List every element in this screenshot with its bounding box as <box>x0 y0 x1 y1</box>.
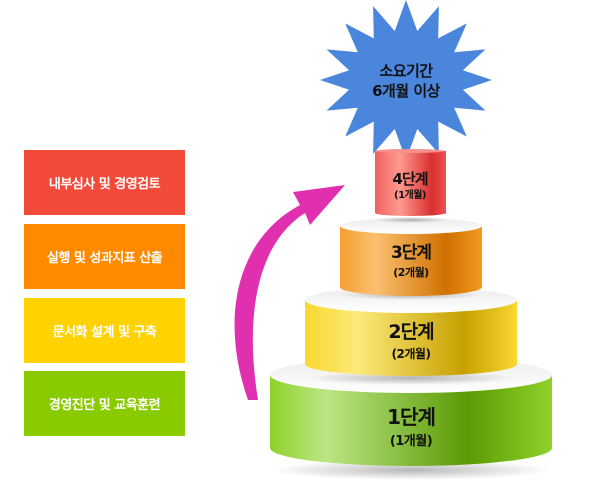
step-label: 실행 및 성과지표 산출 <box>46 251 163 266</box>
tier-2-cylinder: 2단계 (2개월) <box>305 287 517 376</box>
tier-title: 4단계 <box>392 170 427 188</box>
tier-title: 3단계 <box>391 243 431 263</box>
step-box-execution: 실행 및 성과지표 산출 <box>24 224 185 289</box>
tier-duration: (1개월) <box>394 188 426 201</box>
step-label: 경영진단 및 교육훈련 <box>48 398 161 413</box>
step-box-documentation: 문서화 설계 및 구축 <box>24 298 185 363</box>
tier-duration: (2개월) <box>393 265 429 279</box>
badge-line1: 소요기간 <box>379 62 433 80</box>
step-label: 내부심사 및 경영검토 <box>48 177 161 192</box>
duration-starburst <box>320 0 492 160</box>
tier-3-cylinder: 3단계 (2개월) <box>340 218 482 296</box>
step-label: 문서화 설계 및 구축 <box>52 325 157 340</box>
curved-arrow <box>234 185 345 400</box>
tier-4-cylinder: 4단계 (1개월) <box>375 149 446 217</box>
tier-title: 2단계 <box>388 321 433 343</box>
tier-title: 1단계 <box>387 405 435 429</box>
tier-duration: (2개월) <box>392 346 431 361</box>
tier-duration: (1개월) <box>390 433 432 449</box>
step-box-diagnosis: 경영진단 및 교육훈련 <box>24 371 185 436</box>
badge-line2: 6개월 이상 <box>372 82 441 100</box>
step-box-review: 내부심사 및 경영검토 <box>24 150 185 215</box>
